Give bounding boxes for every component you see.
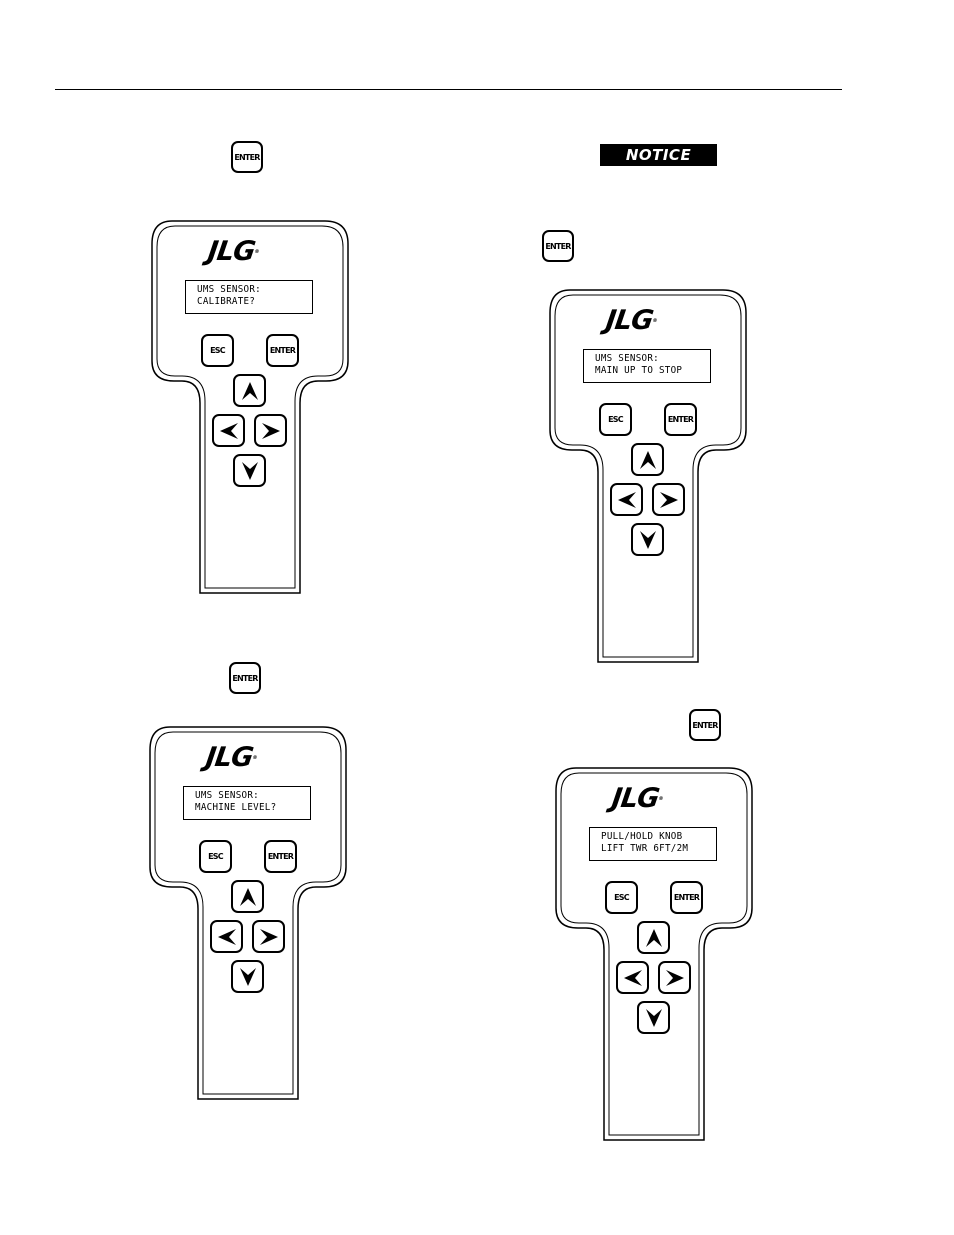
left-button[interactable] xyxy=(610,483,643,516)
pendant-display: UMS SENSOR: MAIN UP TO STOP xyxy=(583,349,711,383)
analyzer-pendant: JLG® UMS SENSOR: CALIBRATE? ESC ENTER xyxy=(150,221,350,595)
arrow-right-icon xyxy=(665,968,685,988)
up-button[interactable] xyxy=(231,880,264,913)
jlg-logo: JLG® xyxy=(206,239,280,265)
esc-button[interactable]: ESC xyxy=(599,403,632,436)
arrow-right-icon xyxy=(259,927,279,947)
esc-button[interactable]: ESC xyxy=(201,334,234,367)
esc-button[interactable]: ESC xyxy=(605,881,638,914)
pendant-display: PULL/HOLD KNOB LIFT TWR 6FT/2M xyxy=(589,827,717,861)
enter-button[interactable]: ENTER xyxy=(664,403,697,436)
arrow-right-icon xyxy=(659,490,679,510)
right-button[interactable] xyxy=(252,920,285,953)
display-line-2: CALIBRATE? xyxy=(197,296,303,308)
arrow-left-icon xyxy=(623,968,643,988)
right-button[interactable] xyxy=(254,414,287,447)
arrow-right-icon xyxy=(261,421,281,441)
arrow-up-icon xyxy=(644,928,664,948)
analyzer-pendant: JLG® UMS SENSOR: MAIN UP TO STOP ESC ENT… xyxy=(548,290,748,664)
right-button[interactable] xyxy=(652,483,685,516)
header-rule xyxy=(55,89,842,90)
display-line-1: UMS SENSOR: xyxy=(197,284,303,296)
down-button[interactable] xyxy=(637,1001,670,1034)
down-button[interactable] xyxy=(231,960,264,993)
arrow-up-icon xyxy=(638,450,658,470)
display-line-1: PULL/HOLD KNOB xyxy=(601,831,707,843)
display-line-2: MACHINE LEVEL? xyxy=(195,802,301,814)
up-button[interactable] xyxy=(233,374,266,407)
right-button[interactable] xyxy=(658,961,691,994)
enter-key-icon: ENTER xyxy=(542,230,574,262)
display-line-2: MAIN UP TO STOP xyxy=(595,365,701,377)
analyzer-pendant: JLG® UMS SENSOR: MACHINE LEVEL? ESC ENTE… xyxy=(148,727,348,1101)
arrow-up-icon xyxy=(238,887,258,907)
notice-banner: NOTICE xyxy=(600,144,717,166)
enter-button[interactable]: ENTER xyxy=(670,881,703,914)
pendant-display: UMS SENSOR: MACHINE LEVEL? xyxy=(183,786,311,820)
display-line-1: UMS SENSOR: xyxy=(195,790,301,802)
up-button[interactable] xyxy=(631,443,664,476)
pendant-outline xyxy=(150,221,350,595)
enter-key-icon: ENTER xyxy=(231,141,263,173)
down-button[interactable] xyxy=(631,523,664,556)
display-line-2: LIFT TWR 6FT/2M xyxy=(601,843,707,855)
display-line-1: UMS SENSOR: xyxy=(595,353,701,365)
left-button[interactable] xyxy=(212,414,245,447)
jlg-logo: JLG® xyxy=(604,308,678,334)
arrow-down-icon xyxy=(644,1008,664,1028)
enter-button[interactable]: ENTER xyxy=(266,334,299,367)
arrow-down-icon xyxy=(238,967,258,987)
jlg-logo: JLG® xyxy=(204,745,278,771)
left-button[interactable] xyxy=(616,961,649,994)
arrow-left-icon xyxy=(617,490,637,510)
enter-key-icon: ENTER xyxy=(229,662,261,694)
enter-button[interactable]: ENTER xyxy=(264,840,297,873)
down-button[interactable] xyxy=(233,454,266,487)
left-button[interactable] xyxy=(210,920,243,953)
jlg-logo: JLG® xyxy=(610,786,684,812)
esc-button[interactable]: ESC xyxy=(199,840,232,873)
arrow-left-icon xyxy=(219,421,239,441)
pendant-outline xyxy=(148,727,348,1101)
arrow-left-icon xyxy=(217,927,237,947)
pendant-outline xyxy=(554,768,754,1142)
arrow-down-icon xyxy=(240,461,260,481)
analyzer-pendant: JLG® PULL/HOLD KNOB LIFT TWR 6FT/2M ESC … xyxy=(554,768,754,1142)
arrow-up-icon xyxy=(240,381,260,401)
enter-key-icon: ENTER xyxy=(689,709,721,741)
arrow-down-icon xyxy=(638,530,658,550)
up-button[interactable] xyxy=(637,921,670,954)
pendant-display: UMS SENSOR: CALIBRATE? xyxy=(185,280,313,314)
pendant-outline xyxy=(548,290,748,664)
